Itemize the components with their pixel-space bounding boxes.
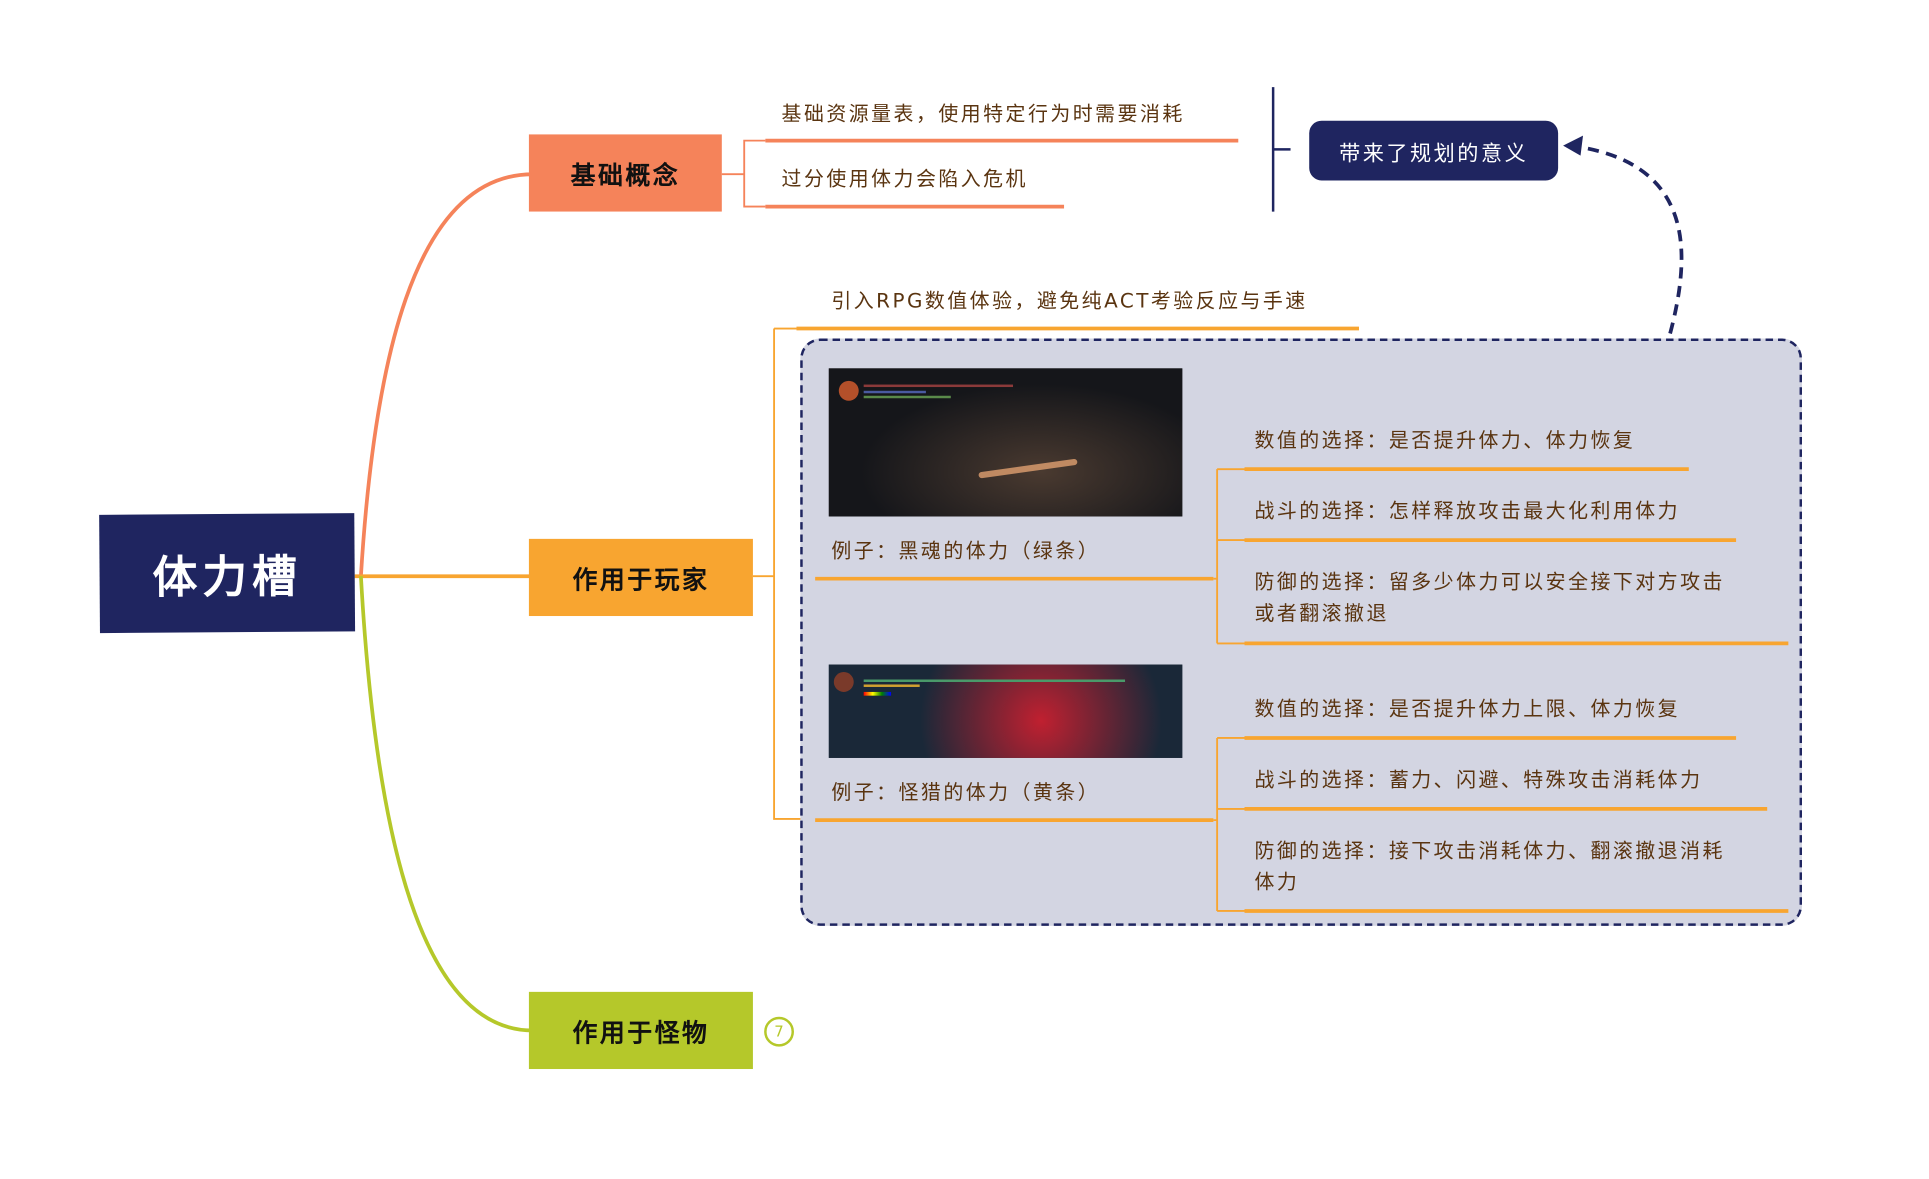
branch-player[interactable]: 作用于玩家 [528,538,753,617]
example-caption-dark-souls[interactable]: 例子：黑魂的体力（绿条） [831,538,1101,563]
choice-stat-2[interactable]: 数值的选择：是否提升体力上限、体力恢复 [1254,696,1681,721]
dark-souls-image [828,368,1183,517]
choice-defense-2[interactable]: 防御的选择：接下攻击消耗体力、翻滚撤退消耗 [1254,838,1725,863]
branch-basic-concept[interactable]: 基础概念 [528,134,722,212]
choice-combat-1[interactable]: 战斗的选择：怎样释放攻击最大化利用体力 [1254,499,1681,523]
topic-player-intro[interactable]: 引入RPG数值体验，避免纯ACT考验反应与手速 [831,288,1308,313]
topic-basic-1[interactable]: 基础资源量表，使用特定行为时需要消耗 [781,102,1185,126]
topic-basic-2[interactable]: 过分使用体力会陷入危机 [781,166,1028,191]
branch-monster[interactable]: 作用于怪物 [528,991,753,1070]
branch-label: 基础概念 [570,159,681,190]
root-node[interactable]: 体力槽 [99,513,356,634]
choice-stat-1[interactable]: 数值的选择：是否提升体力、体力恢复 [1254,428,1636,452]
choice-defense-1-cont[interactable]: 或者翻滚撤退 [1254,601,1389,625]
summary-node[interactable]: 带来了规划的意义 [1309,120,1559,181]
branch-label: 作用于怪物 [572,1017,710,1048]
root-title: 体力槽 [152,551,302,604]
branch-label: 作用于玩家 [572,564,710,595]
collapsed-count-badge[interactable]: 7 [764,1016,794,1047]
choice-defense-2-cont[interactable]: 体力 [1254,869,1300,894]
monster-hunter-image [828,664,1183,758]
choice-combat-2[interactable]: 战斗的选择：蓄力、闪避、特殊攻击消耗体力 [1254,767,1703,792]
choice-defense-1[interactable]: 防御的选择：留多少体力可以安全接下对方攻击 [1254,569,1725,594]
example-caption-monster-hunter[interactable]: 例子：怪猎的体力（黄条） [831,780,1101,804]
